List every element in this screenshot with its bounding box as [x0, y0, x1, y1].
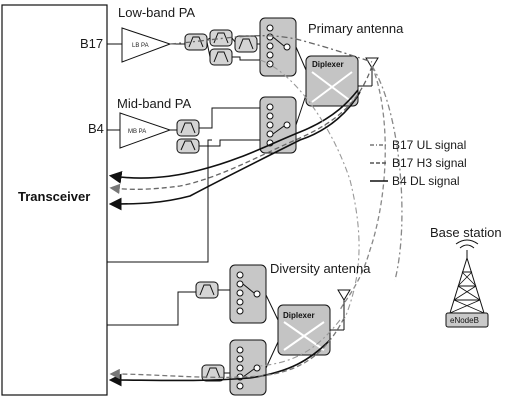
- base-station-label: Base station: [430, 225, 502, 240]
- diplexer-bottom-label: Diplexer: [283, 311, 315, 320]
- mid-band-pa-title: Mid-band PA: [117, 96, 192, 111]
- diversity-antenna-label: Diversity antenna: [270, 261, 371, 276]
- low-band-pa-title: Low-band PA: [118, 5, 195, 20]
- signal-traces-bottom: [108, 317, 345, 387]
- transceiver-block: Transceiver: [1, 4, 108, 396]
- primary-switch-middle: [259, 96, 297, 154]
- diplexer-bottom: Diplexer: [265, 294, 331, 369]
- enodeb-label: eNodeB: [450, 316, 479, 325]
- wiring-top: [107, 37, 307, 263]
- diversity-filter-upper: [107, 281, 230, 326]
- base-station: Base station eNodeB: [430, 225, 502, 328]
- diversity-switch-upper: [229, 264, 267, 324]
- low-band-pa: LB PA: [107, 27, 172, 63]
- lb-pa-text: LB PA: [132, 43, 149, 49]
- legend-ul: B17 UL signal: [392, 138, 466, 152]
- mid-band-pa: MB PA: [107, 112, 172, 149]
- legend: B17 UL signal B17 H3 signal B4 DL signal: [370, 138, 467, 188]
- mid-band-filters: [170, 119, 200, 154]
- b17-label: B17: [80, 36, 103, 51]
- legend-h3: B17 H3 signal: [392, 156, 467, 170]
- mb-pa-text: MB PA: [128, 129, 146, 135]
- diplexer-top: Diplexer: [305, 55, 359, 107]
- primary-switch-top: [259, 17, 297, 77]
- transceiver-label: Transceiver: [18, 189, 90, 204]
- primary-antenna-label: Primary antenna: [308, 21, 404, 36]
- legend-dl: B4 DL signal: [392, 174, 460, 188]
- diversity-filter-lower: [201, 364, 230, 382]
- diversity-antenna: [330, 289, 351, 331]
- b4-label: B4: [88, 121, 104, 136]
- signal-traces-top: [108, 35, 403, 319]
- diplexer-top-label: Diplexer: [312, 60, 344, 69]
- diversity-switch-lower: [229, 339, 267, 396]
- primary-antenna: [358, 57, 379, 87]
